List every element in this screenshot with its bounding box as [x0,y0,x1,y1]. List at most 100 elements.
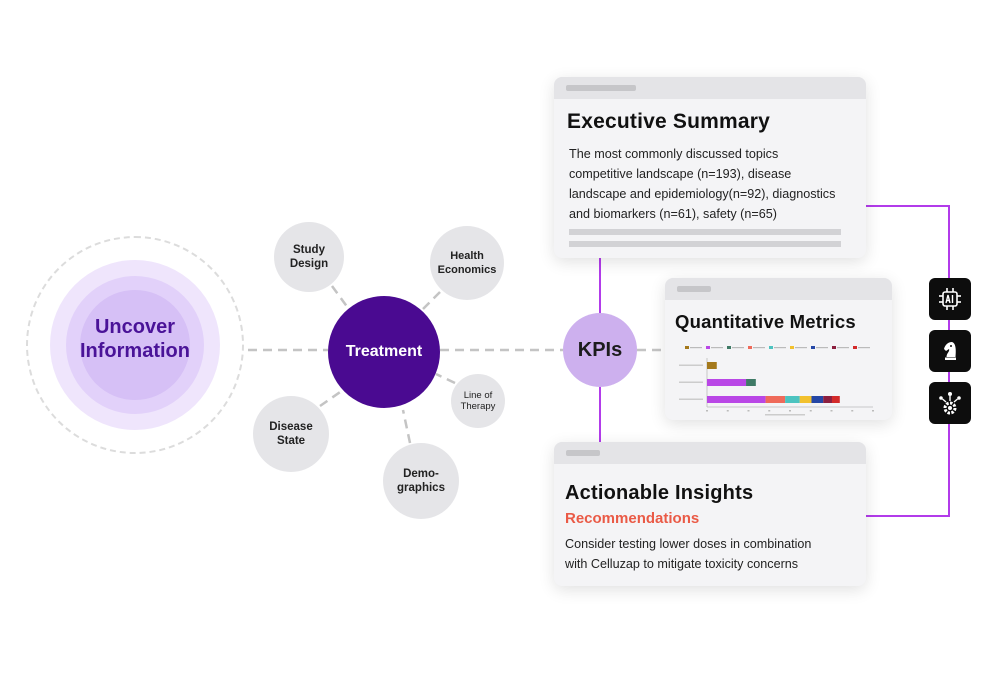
node-label-line: Disease [269,421,313,433]
bar-segment [707,396,766,403]
x-axis-label [765,414,805,416]
hub-label: Uncover Information [50,315,220,363]
bar-segment [746,379,756,386]
x-tick-label [726,410,729,412]
treatment-node: Treatment [328,296,440,408]
placeholder-line [569,241,841,247]
legend-text-placeholder [795,347,807,349]
legend-text-placeholder [774,347,786,349]
bar-segment [811,396,824,403]
legend-swatch [811,346,815,349]
connector-disease-state [319,386,347,408]
hub-label-line1: Uncover [94,316,176,338]
node-label-line: Economics [437,264,497,276]
executive-summary-text: The most commonly discussed topics compe… [569,144,835,224]
legend-swatch [832,346,836,349]
legend-swatch [853,346,857,349]
hub-dashed-ring [26,236,244,454]
placeholder-line [569,229,841,235]
chess-knight-icon[interactable] [929,330,971,372]
actionable-insights-card: Actionable Insights Recommendations Cons… [554,442,866,586]
legend-text-placeholder [816,347,828,349]
node-disease-state: Disease State [253,396,329,472]
summary-line: and biomarkers (n=61), safety (n=65) [569,207,777,221]
legend-text-placeholder [732,347,744,349]
kpis-label: KPIs [577,338,623,361]
connector-line-of-therapy [435,372,456,385]
x-tick-label [851,410,854,412]
insight-line: with Celluzap to mitigate toxicity conce… [565,557,799,571]
treatment-label: Treatment [345,343,423,360]
node-health-economics: Health Economics [430,226,504,300]
summary-line: competitive landscape (n=193), disease [569,167,792,181]
ai-chip-icon-graphic [939,288,961,310]
bar-segment [785,396,800,403]
x-tick-label [768,410,771,412]
actionable-insights-title: Actionable Insights [565,482,754,504]
insight-line: Consider testing lower doses in combinat… [565,537,812,551]
legend-text-placeholder [711,347,723,349]
node-label-line: Health [450,250,484,262]
x-tick-label [872,410,874,412]
connector-study-design [330,285,350,309]
node-line-of-therapy: Line of Therapy [451,374,505,428]
card-header-bar [554,77,866,99]
recommendations-label: Recommendations [565,510,700,527]
node-label-line: Line of [463,390,493,401]
category-label [679,398,703,400]
connector-health-economics [421,291,441,311]
node-demographics: Demo- graphics [383,443,459,519]
node-label-line: Study [293,244,325,256]
node-label-line: Therapy [460,401,496,412]
ai-chip-icon[interactable] [929,278,971,320]
category-label [679,364,703,366]
hub-ring-inner [80,290,190,400]
category-label [679,381,703,383]
legend-text-placeholder [837,347,849,349]
quantitative-metrics-card: Quantitative Metrics [665,278,892,420]
bar-segment [765,396,786,403]
node-label-line: Demo- [403,468,439,480]
node-study-design: Study Design [274,222,344,292]
gear-network-icon[interactable] [929,382,971,424]
legend-swatch [706,346,710,349]
bar-segment [707,379,747,386]
legend-text-placeholder [690,347,702,349]
node-label-line: Design [289,258,329,270]
card-header-bar [665,278,892,300]
legend-text-placeholder [858,347,870,349]
header-placeholder [566,85,636,91]
node-label-line: graphics [397,482,445,494]
summary-line: landscape and epidemiology(n=92), diagno… [569,187,836,201]
legend-swatch [727,346,731,349]
legend-swatch [748,346,752,349]
x-tick-label [706,410,708,412]
summary-line: The most commonly discussed topics [569,147,779,161]
connector-demographics [401,409,412,444]
hub-label-line2: Information [80,340,190,362]
header-placeholder [677,286,711,292]
executive-summary-card: Executive Summary The most commonly disc… [554,77,866,258]
node-label-line: State [276,435,306,447]
executive-summary-title: Executive Summary [567,110,771,133]
bar-segment [823,396,832,403]
quantitative-metrics-title: Quantitative Metrics [675,311,856,332]
x-tick-label [809,410,812,412]
actionable-insights-text: Consider testing lower doses in combinat… [565,534,811,574]
x-tick-label [789,410,791,412]
card-header-bar [554,442,866,464]
mini-chart-svg [679,346,874,416]
kpis-node: KPIs [563,313,637,387]
bar-segment [799,396,812,403]
x-tick-label [747,410,750,412]
bar-segment [831,396,840,403]
header-placeholder [566,450,600,456]
gear-network-icon-graphic [939,392,961,415]
legend-swatch [790,346,794,349]
chess-knight-icon-graphic [944,342,956,360]
bar-segment [707,362,717,369]
legend-swatch [685,346,689,349]
legend-swatch [769,346,773,349]
x-tick-label [830,410,833,412]
